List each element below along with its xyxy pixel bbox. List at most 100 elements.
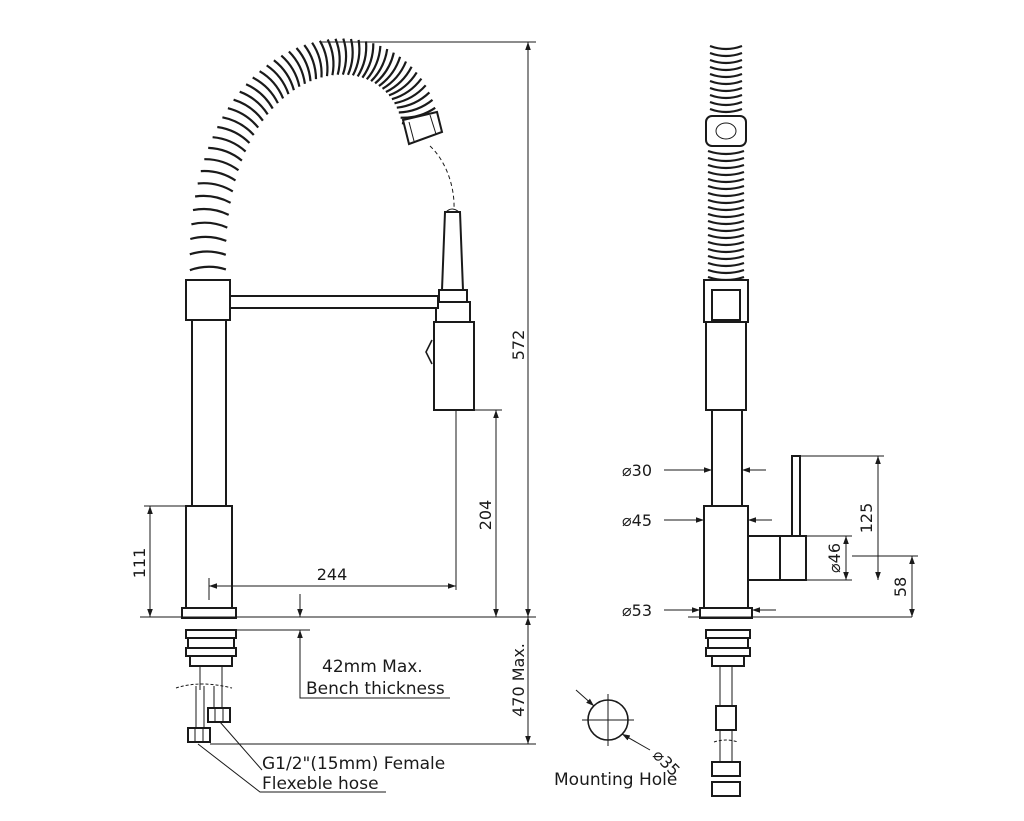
dim-label-125: 125 [857,503,876,534]
coil-turn [233,98,264,122]
coil-turn [707,268,745,275]
coil-turn [385,66,413,93]
coil-turn [707,184,745,191]
coil-turn [208,146,243,162]
spray-head-side [705,115,747,147]
coil-turn [189,250,227,256]
coil-turn [356,41,368,77]
spring-coil-front [189,38,438,272]
coil-turn [288,50,306,84]
coil-turn [709,79,743,86]
spout-arm [227,295,439,309]
front-view: 572 204 111 244 42mm Max. Bench thicknes… [130,38,536,794]
coil-turn [707,177,745,184]
coil-turn [266,64,290,95]
lever-handle [747,455,807,581]
spray-head [401,110,444,146]
coil-turn [259,70,285,99]
coil-turn [192,207,230,216]
coil-turn [707,254,745,261]
coil-turn [341,38,348,75]
coil-turn [334,38,341,75]
coil-turn [351,39,361,76]
dim-label-244: 244 [317,565,348,584]
coil-turn [227,107,260,129]
coil-turn [273,59,295,91]
coil-turn [239,90,269,115]
coil-turn [707,219,745,226]
coil-turn [707,226,745,233]
bench-note-line2: Bench thickness [306,679,445,699]
tap-base [181,607,237,619]
coil-turn [245,83,274,110]
spring-coil-side [707,44,745,282]
coil-turn [707,212,745,219]
coil-turn [709,72,743,79]
coil-turn [709,100,743,107]
coil-turn [707,261,745,268]
hose-path-dashed [429,145,455,211]
coil-turn [295,47,312,82]
coil-turn [391,77,423,101]
coil-turn [709,107,743,114]
tap-body-side [703,505,749,617]
coil-turn [709,93,743,100]
coil-turn [191,221,228,229]
coil-turn [318,40,329,77]
flex-hoses [175,683,233,743]
coil-turn [280,54,301,87]
side-view: ⌀30 ⌀45 ⌀53 ⌀46 125 58 [622,44,918,797]
coil-turn [303,44,318,80]
spout-collar [185,279,231,321]
coil-turn [709,51,743,58]
coil-turn [361,43,375,79]
coil-turn [200,169,237,182]
coil-turn [709,86,743,93]
hose-note-line1: G1/2"(15mm) Female [262,754,445,774]
coil-turn [194,194,232,204]
coil-turn [396,91,431,109]
coil-turn [707,247,745,254]
coil-turn [204,158,240,172]
coil-turn [709,65,743,72]
coil-turn [707,191,745,198]
coil-turn [388,71,418,97]
coil-turn [378,56,402,87]
mounting-hole-label: Mounting Hole [554,770,677,790]
dim-label-dia46: ⌀46 [825,543,844,573]
coil-turn [707,156,745,163]
coil-turn [370,48,389,82]
coil-turn [707,149,745,156]
coil-turn [398,99,434,114]
coil-turn [190,235,227,242]
hose-note-line2: Flexeble hose [262,774,379,794]
coil-turn [394,84,427,105]
coil-turn [707,240,745,247]
coil-turn [217,125,251,144]
tap-column-side [705,321,747,411]
coil-turn [252,76,279,104]
dim-label-58: 58 [891,577,910,597]
coil-turn [707,198,745,205]
coil-turn [707,170,745,177]
mounting-hole-detail: ⌀35 Mounting Hole [554,689,684,790]
dim-label-dia45: ⌀45 [622,511,652,530]
coil-turn [707,163,745,170]
dim-label-204: 204 [476,500,495,531]
dim-label-111: 111 [130,548,149,579]
dim-label-470: 470 Max. [509,643,528,717]
coil-turn [212,136,247,153]
spray-wand [425,208,475,411]
coil-turn [197,182,234,193]
dim-label-dia30: ⌀30 [622,461,652,480]
coil-turn [381,61,408,90]
dim-label-572: 572 [509,330,528,361]
coil-turn [707,233,745,240]
coil-turn [709,58,743,65]
coil-turn [222,116,255,136]
coil-turn [374,52,395,85]
coil-turn [709,44,743,51]
coil-turn [311,42,323,78]
coil-turn [707,205,745,212]
